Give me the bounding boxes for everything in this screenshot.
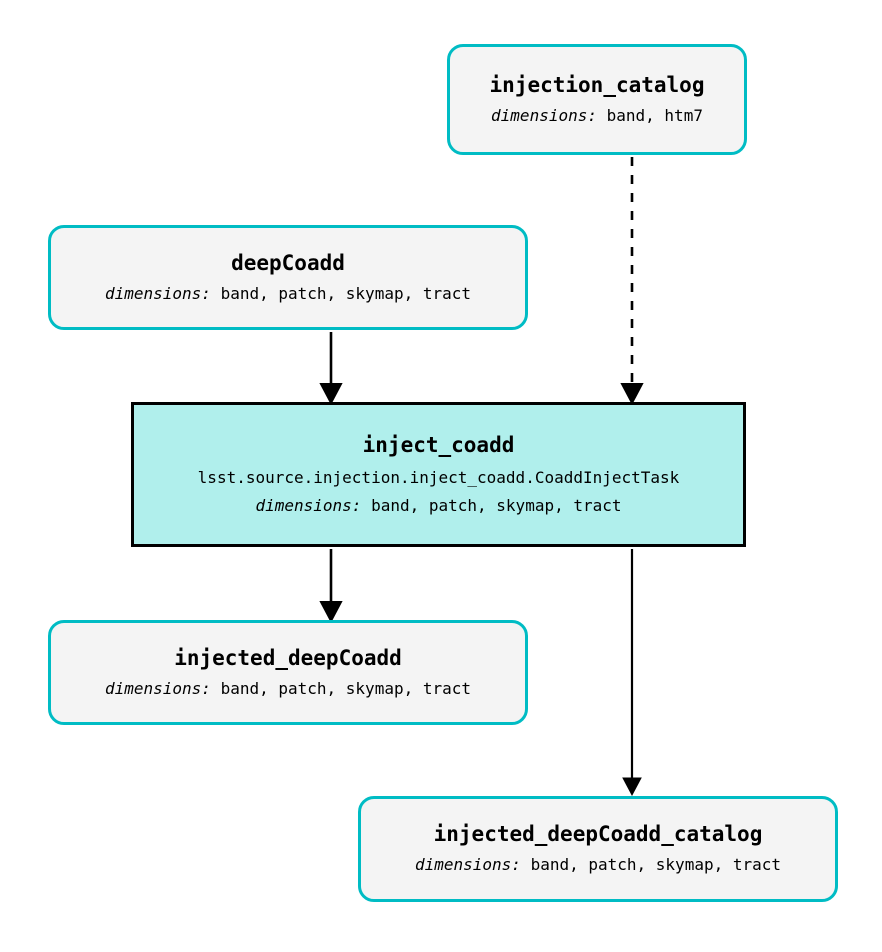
dimensions-label: dimensions: (491, 105, 607, 125)
dimensions-label: dimensions: (104, 283, 221, 303)
dimensions-value: band, patch, skymap, tract (220, 283, 472, 303)
node-inject-coadd[interactable]: inject_coadd lsst.source.injection.injec… (131, 402, 746, 547)
dimensions-value: band, htm7 (606, 105, 703, 125)
dimensions-value: band, patch, skymap, tract (371, 496, 622, 516)
node-task-class: lsst.source.injection.inject_coadd.Coadd… (197, 467, 680, 487)
dimensions-label: dimensions: (255, 496, 372, 516)
node-dimensions: dimensions: band, htm7 (491, 105, 703, 125)
node-dimensions: dimensions: band, patch, skymap, tract (415, 856, 781, 874)
node-injected-deepcoadd[interactable]: injected_deepCoadd dimensions: band, pat… (48, 620, 528, 725)
node-dimensions: dimensions: band, patch, skymap, tract (104, 283, 472, 303)
node-dimensions: dimensions: band, patch, skymap, tract (255, 496, 622, 516)
node-title: inject_coadd (362, 432, 515, 457)
dimensions-value: band, patch, skymap, tract (220, 678, 472, 698)
node-injection-catalog[interactable]: injection_catalog dimensions: band, htm7 (447, 44, 747, 155)
dimensions-label: dimensions: (104, 678, 221, 698)
node-title: deepCoadd (231, 250, 345, 275)
node-title: injected_deepCoadd (174, 645, 402, 670)
node-title: injected_deepCoadd_catalog (433, 822, 763, 847)
dimensions-value: band, patch, skymap, tract (530, 855, 782, 875)
node-injected-deepcoadd-catalog[interactable]: injected_deepCoadd_catalog dimensions: b… (358, 796, 838, 902)
dimensions-label: dimensions: (414, 855, 531, 875)
node-title: injection_catalog (489, 72, 705, 97)
node-dimensions: dimensions: band, patch, skymap, tract (104, 678, 472, 698)
node-deepcoadd[interactable]: deepCoadd dimensions: band, patch, skyma… (48, 225, 528, 330)
